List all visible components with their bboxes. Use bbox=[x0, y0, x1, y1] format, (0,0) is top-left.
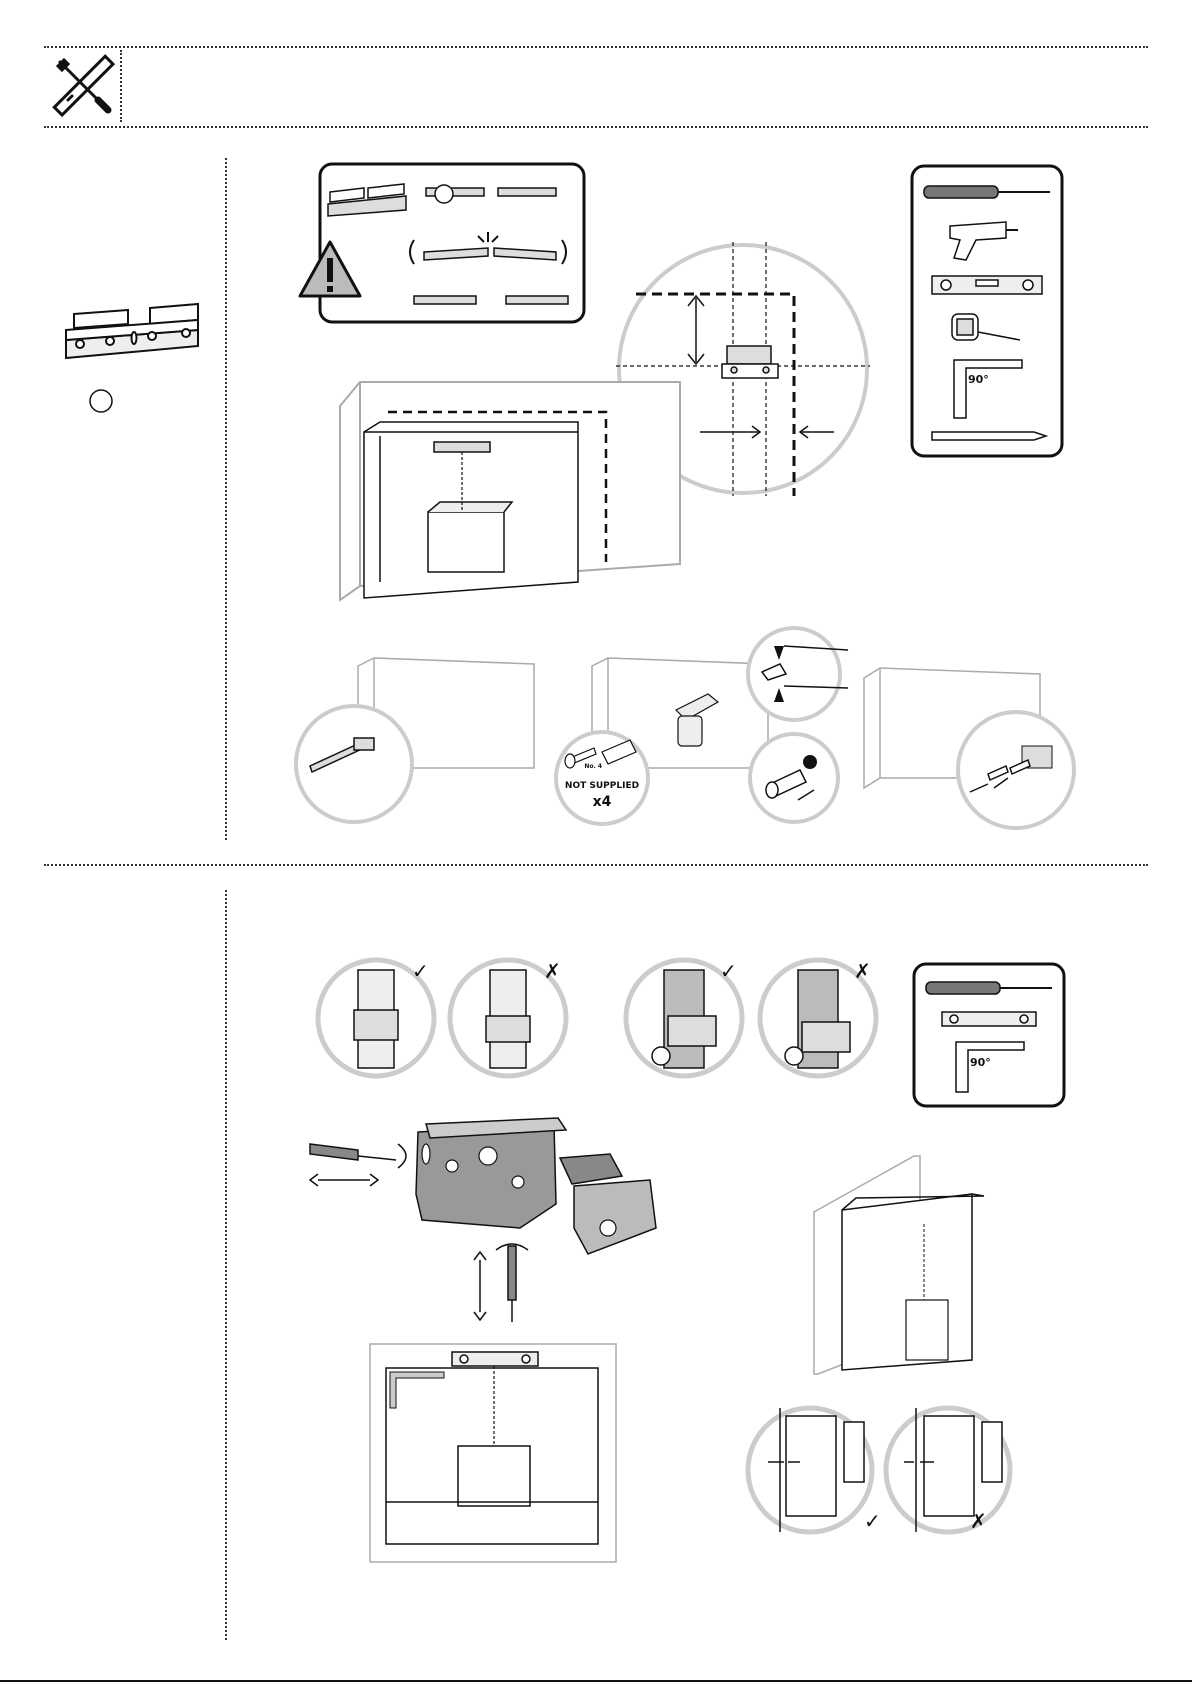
screw-size-label: No. 4 bbox=[584, 763, 602, 770]
tools-required-box-2: 90° bbox=[912, 962, 1066, 1108]
tools-icon bbox=[54, 56, 114, 116]
header-bottom-divider bbox=[44, 126, 1148, 128]
header-icon-divider bbox=[120, 50, 122, 122]
cabinet-side-view bbox=[812, 1154, 988, 1376]
step-divider bbox=[44, 864, 1148, 866]
page-bottom-rule bbox=[0, 1680, 1192, 1682]
gap-check-correct: ✓ bbox=[864, 1509, 881, 1533]
install-sequence-3 bbox=[860, 648, 1080, 830]
not-supplied-note: NOT SUPPLIED bbox=[565, 781, 639, 791]
suspension-rail-part bbox=[62, 290, 202, 360]
check-correct-1: ✓ bbox=[412, 959, 429, 983]
check-wrong-2: ✗ bbox=[854, 959, 871, 983]
tools-square-angle-2: 90° bbox=[970, 1056, 991, 1069]
check-correct-2: ✓ bbox=[720, 959, 737, 983]
bracket-adjustment-illustration bbox=[304, 1104, 660, 1326]
part-number-circle bbox=[88, 388, 114, 414]
hinge-alignment-check-circles: ✓ ✗ ✓ ✗ bbox=[314, 956, 884, 1080]
step2-sidebar-divider bbox=[225, 890, 227, 1640]
top-divider bbox=[44, 46, 1148, 48]
fastener-quantity: x4 bbox=[593, 794, 612, 810]
install-sequence-2: No. 4 NOT SUPPLIED x4 bbox=[548, 628, 854, 824]
warning-cut-rail-box bbox=[298, 162, 588, 324]
tools-required-box: 90° bbox=[910, 164, 1064, 458]
check-wrong-1: ✗ bbox=[544, 959, 561, 983]
step1-sidebar-divider bbox=[225, 158, 227, 840]
gap-check-wrong: ✗ bbox=[970, 1509, 987, 1533]
tools-square-angle: 90° bbox=[968, 373, 989, 386]
cabinet-on-wall-illustration bbox=[336, 376, 692, 624]
gap-check-circles: ✓ ✗ bbox=[744, 1402, 1016, 1538]
install-sequence-1 bbox=[292, 648, 540, 824]
leveled-cabinet-front bbox=[368, 1342, 618, 1564]
